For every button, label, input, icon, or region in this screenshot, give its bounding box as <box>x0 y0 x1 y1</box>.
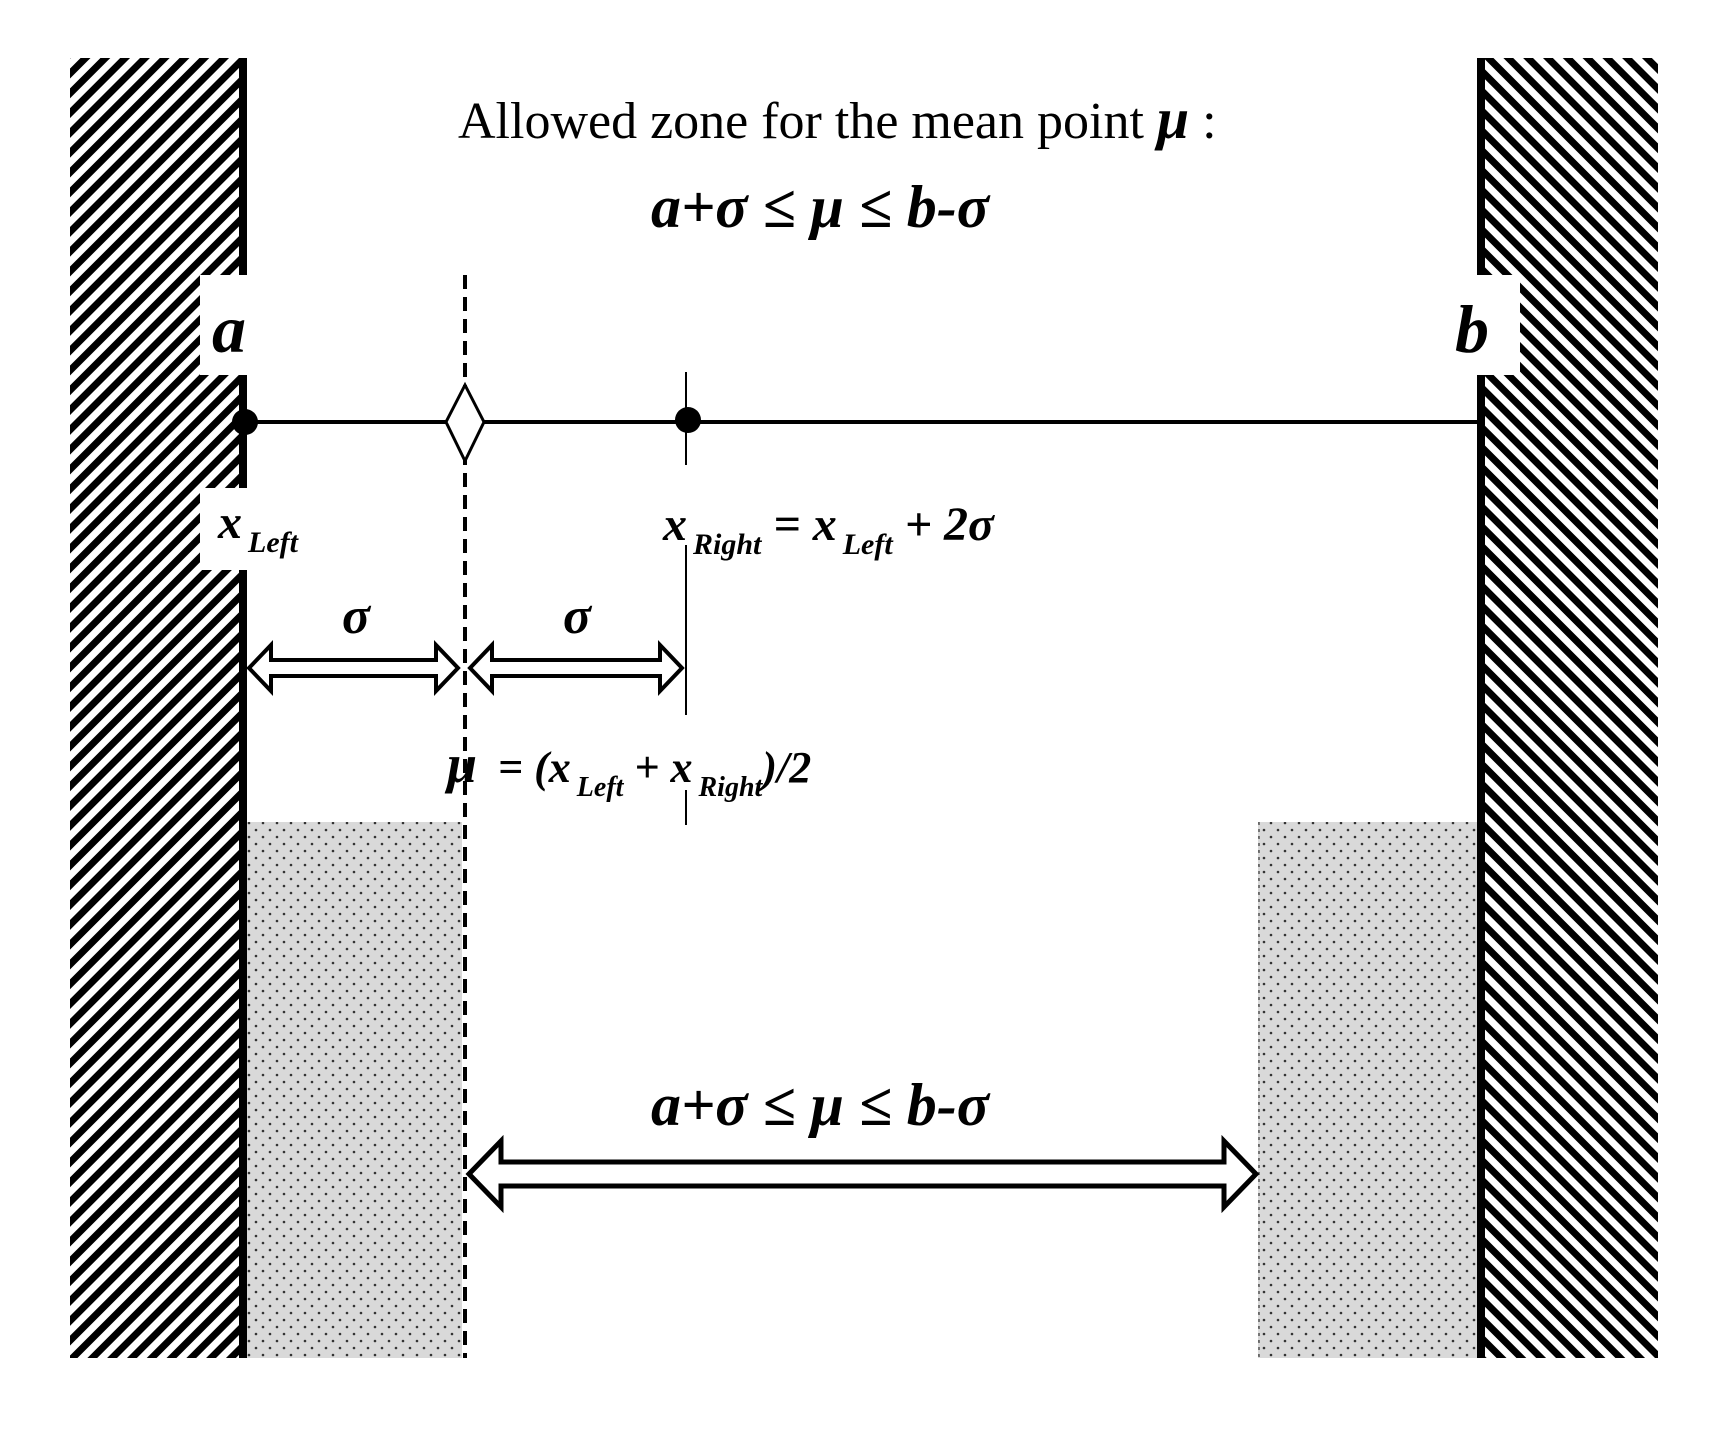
caption-mu-symbol: μ <box>1154 86 1189 151</box>
label-box-xleft <box>200 488 318 570</box>
label-box-a <box>200 275 262 375</box>
left-wall-hatch <box>70 58 245 1358</box>
x-right-point <box>675 407 701 433</box>
sigma-arrow-right <box>467 640 685 696</box>
forbidden-zone-right <box>1258 822 1477 1358</box>
left-wall-line <box>239 58 247 1358</box>
mean-point-diamond <box>444 381 486 465</box>
top-inequality: a+σ ≤ μ ≤ b-σ <box>651 174 991 240</box>
caption: Allowed zone for the mean point μ : <box>458 86 1217 151</box>
sigma-label-left: σ <box>342 588 372 645</box>
sigma-label-right: σ <box>563 588 593 645</box>
forbidden-zone-left <box>247 822 462 1358</box>
bottom-inequality: a+σ ≤ μ ≤ b-σ <box>651 1072 991 1138</box>
allowed-zone-arrow <box>465 1134 1260 1214</box>
sigma-arrow-left <box>246 640 461 696</box>
label-b: b <box>1455 291 1489 367</box>
x-left-point <box>232 409 258 435</box>
right-wall-hatch <box>1478 58 1658 1358</box>
right-wall-line <box>1477 58 1485 1358</box>
label-a: a <box>212 291 246 367</box>
label-box-b <box>1440 275 1520 375</box>
